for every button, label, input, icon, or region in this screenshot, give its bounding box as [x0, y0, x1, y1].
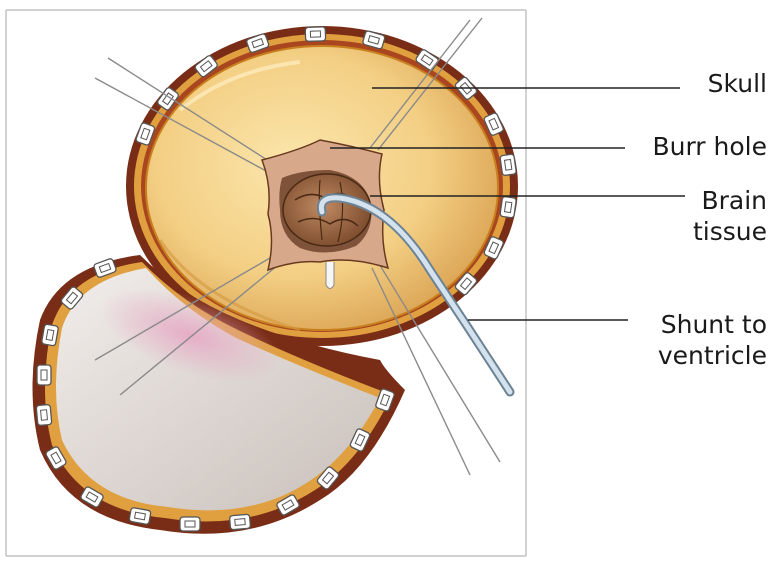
skin-clip-icon — [229, 514, 250, 530]
skin-clip-icon — [180, 517, 200, 531]
skin-clip-icon — [129, 507, 151, 524]
skin-clip-icon — [36, 404, 52, 425]
label-skull: Skull — [708, 68, 767, 99]
skin-clip-icon — [500, 154, 517, 176]
label-burr-hole: Burr hole — [652, 131, 767, 162]
skin-clip-icon — [305, 27, 325, 42]
label-shunt-to-ventricle: Shunt to ventricle — [658, 309, 767, 371]
label-brain-line-2: tissue — [693, 216, 767, 247]
label-brain-line-1: Brain — [693, 185, 767, 216]
skin-clip-icon — [37, 365, 51, 385]
skin-clip-icon — [41, 324, 58, 346]
label-brain-tissue: Brain tissue — [693, 185, 767, 247]
label-burr-hole-text: Burr hole — [652, 131, 767, 162]
skin-clip-icon — [500, 196, 517, 218]
label-skull-text: Skull — [708, 68, 767, 99]
label-shunt-line-2: ventricle — [658, 340, 767, 371]
label-shunt-line-1: Shunt to — [658, 309, 767, 340]
